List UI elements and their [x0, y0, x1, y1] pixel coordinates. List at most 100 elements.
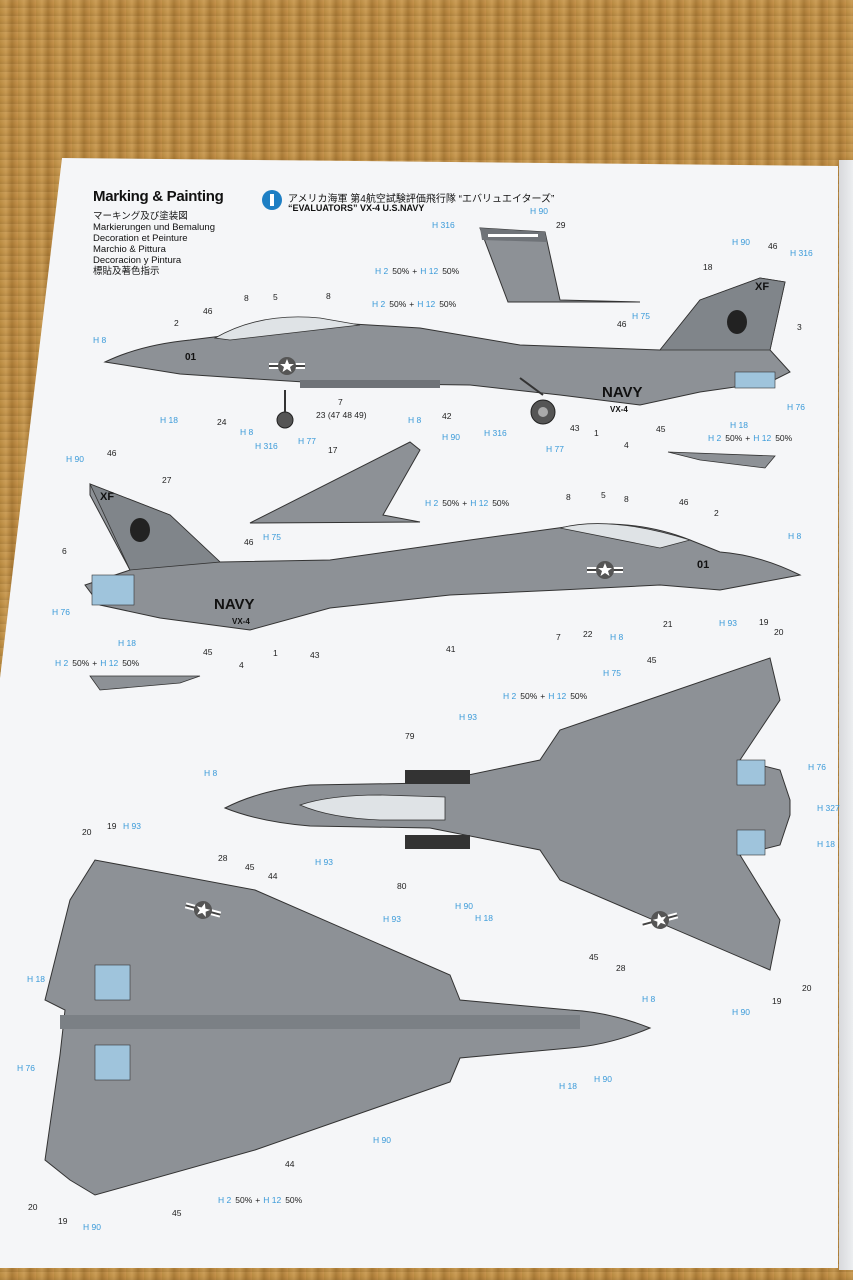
callout-label: 46 — [768, 241, 778, 251]
callout-label: 1 — [594, 428, 599, 438]
callout-label: 46 — [203, 306, 213, 316]
callout-label: H 77 — [298, 436, 316, 446]
callout-label: 45 — [245, 862, 255, 872]
callout-label: 8 — [566, 492, 571, 502]
callout-label: 80 — [397, 881, 407, 891]
callout-label: 45 — [589, 952, 599, 962]
unit-name-japanese: アメリカ海軍 第4航空試験評価飛行隊 “エバリュエイターズ” — [288, 194, 555, 205]
callout-label: H 90 — [732, 237, 750, 247]
callout-label: 45 — [647, 655, 657, 665]
callout-label: 20 — [802, 983, 812, 993]
top-view — [223, 657, 791, 971]
callout-label: H 93 — [719, 618, 737, 628]
ventral-fin-detail-2 — [89, 675, 201, 691]
callout-label: 6 — [62, 546, 67, 556]
callout-label: 2 — [714, 508, 719, 518]
callout-label: 20 — [28, 1202, 38, 1212]
callout-label: H 76 — [808, 762, 826, 772]
callout-label: 4 — [239, 660, 244, 670]
page-edge — [839, 160, 853, 1270]
squadron-marking-1: VX-4 — [610, 405, 628, 414]
callout-label: H 77 — [546, 444, 564, 454]
callout-label: H 75 — [603, 668, 621, 678]
callout-label: H 18 — [118, 638, 136, 648]
callout-label: H 316 — [790, 248, 813, 258]
callout-label: 3 — [797, 322, 802, 332]
tail-code-2: XF — [100, 491, 114, 503]
callout-label: 44 — [268, 871, 278, 881]
modex-1: 01 — [185, 352, 197, 363]
ventral-fin-detail-1 — [667, 451, 776, 469]
callout-label: 45 — [172, 1208, 182, 1218]
side-profile-right: NAVY VX-4 XF 01 — [84, 441, 802, 631]
callout-label: 19 — [759, 617, 769, 627]
callout-label: 45 — [656, 424, 666, 434]
callout-label: 20 — [774, 627, 784, 637]
callout-label: 24 — [217, 417, 227, 427]
title-subtitle-6: 標貼及著色指示 — [93, 266, 160, 277]
callout-label: 5 — [273, 292, 278, 302]
callout-label: H 90 — [594, 1074, 612, 1084]
callout-label: 28 — [218, 853, 228, 863]
callout-label: H 18 — [160, 415, 178, 425]
callout-label: H 93 — [459, 712, 477, 722]
callout-label: H 8 — [642, 994, 656, 1004]
callout-label: 7 — [338, 397, 343, 407]
callout-label: H 18 — [817, 839, 835, 849]
page-title: Marking & Painting — [93, 188, 224, 205]
callout-label: 42 — [442, 411, 452, 421]
callout-label: H 8 — [93, 335, 107, 345]
callout-label: 29 — [556, 220, 566, 230]
callout-label: 41 — [446, 644, 456, 654]
callout-label: H 8 — [788, 531, 802, 541]
navy-marking-2: NAVY — [214, 596, 255, 613]
callout-label: H 8 — [610, 632, 624, 642]
bottom-view — [44, 859, 652, 1196]
callout-label: H 18 — [475, 913, 493, 923]
callout-label: 43 — [570, 423, 580, 433]
callout-label: H 90 — [83, 1222, 101, 1232]
callout-label: 8 — [624, 494, 629, 504]
callout-label: 46 — [617, 319, 627, 329]
callout-label: 43 — [310, 650, 320, 660]
callout-label: 19 — [772, 996, 782, 1006]
callout-label: 23 (47 48 49) — [316, 410, 367, 420]
callout-label: H 76 — [52, 607, 70, 617]
callout-label: H 90 — [442, 432, 460, 442]
title-subtitle-4: Marchio & Pittura — [93, 244, 166, 255]
callout-label: H 90 — [66, 454, 84, 464]
title-subtitle-5: Decoracion y Pintura — [93, 255, 182, 266]
unit-name-english: “EVALUATORS” VX-4 U.S.NAVY — [288, 203, 425, 213]
callout-label: H 18 — [27, 974, 45, 984]
callout-label: 19 — [58, 1216, 68, 1226]
callout-label: H 76 — [787, 402, 805, 412]
scheme-number-icon — [262, 190, 282, 210]
callout-label: 46 — [107, 448, 117, 458]
callout-label: H 8 — [408, 415, 422, 425]
callout-label: H 316 — [432, 220, 455, 230]
callout-label: H 90 — [373, 1135, 391, 1145]
callout-labels: H 316 H 90 29 H 90 46 H 316 18 3 H 8 2 4… — [17, 206, 840, 1232]
callout-label: 4 — [624, 440, 629, 450]
tail-code-1: XF — [755, 281, 769, 293]
callout-label: H 75 — [632, 311, 650, 321]
title-subtitle-2: Markierungen und Bemalung — [93, 222, 215, 233]
callout-label: 79 — [405, 731, 415, 741]
callout-label: H 8 — [204, 768, 218, 778]
callout-label: H 93 — [383, 914, 401, 924]
callout-label: 17 — [328, 445, 338, 455]
title-block: Marking & Painting マーキング及び塗装図 Markierung… — [93, 188, 224, 277]
vertical-stabilizer-detail — [479, 227, 641, 303]
